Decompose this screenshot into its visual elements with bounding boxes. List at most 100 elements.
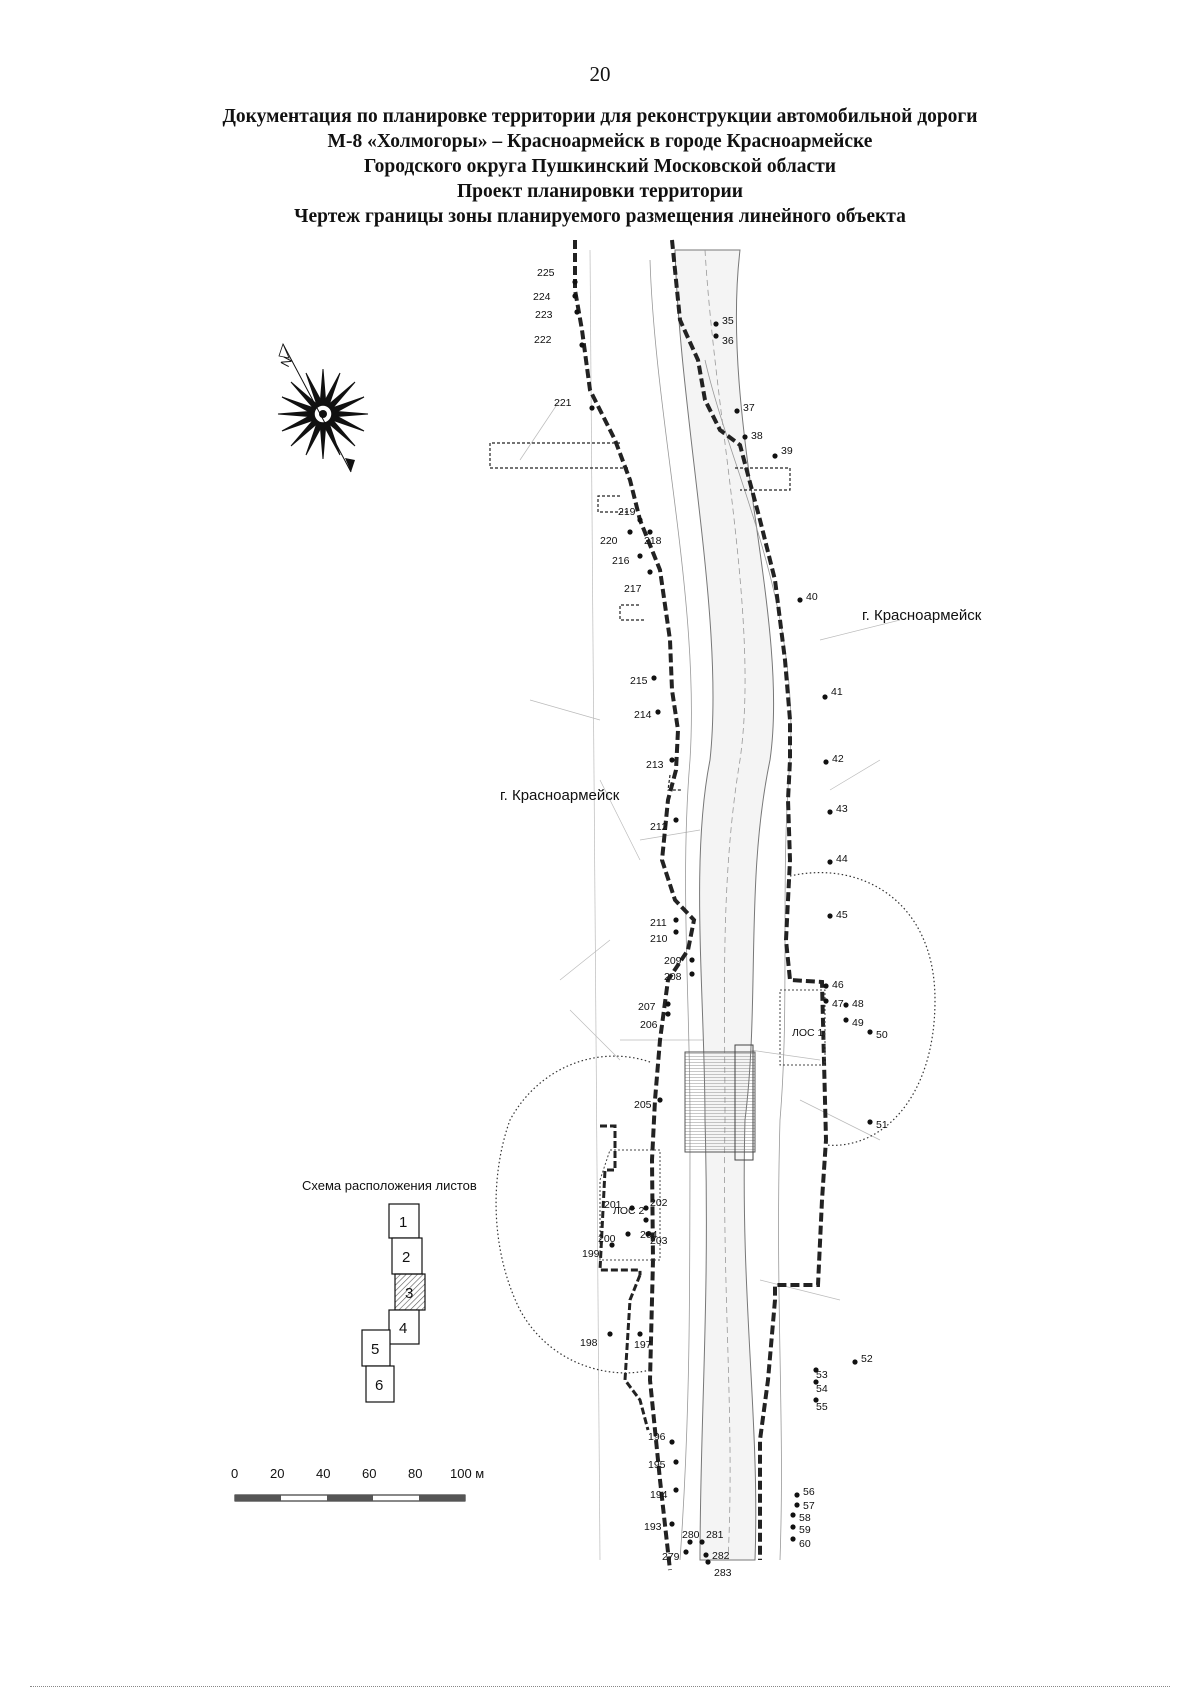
boundary-point-label-west-199: 199 <box>582 1248 600 1260</box>
boundary-point-label-east-48: 48 <box>852 998 864 1010</box>
facility-los2-area <box>599 1149 661 1261</box>
boundary-point-marker-west-203 <box>645 1231 651 1237</box>
boundary-point-label-west-217: 217 <box>624 583 642 595</box>
boundary-point-label-east-57: 57 <box>803 1500 815 1512</box>
boundary-point-marker-west-199 <box>609 1242 615 1248</box>
title-line-2: М-8 «Холмогоры» – Красноармейск в городе… <box>327 131 873 152</box>
boundary-point-label-west-225: 225 <box>537 267 555 279</box>
boundary-point-label-west-197: 197 <box>634 1339 652 1351</box>
boundary-point-marker-east-59 <box>790 1524 796 1530</box>
boundary-point-label-east-52: 52 <box>861 1353 873 1365</box>
boundary-point-marker-west-210 <box>673 929 679 935</box>
boundary-point-marker-east-48 <box>843 1002 849 1008</box>
boundary-point-label-west-282: 282 <box>712 1550 730 1562</box>
boundary-point-marker-east-46 <box>823 983 829 989</box>
boundary-point-marker-east-52 <box>852 1359 858 1365</box>
boundary-point-label-west-206: 206 <box>640 1019 658 1031</box>
boundary-point-marker-east-47 <box>823 998 829 1004</box>
boundary-point-label-east-50: 50 <box>876 1029 888 1041</box>
boundary-point-marker-west-214 <box>655 709 661 715</box>
boundary-point-label-east-54: 54 <box>816 1383 828 1395</box>
boundary-point-label-east-60: 60 <box>799 1538 811 1550</box>
boundary-point-marker-east-51 <box>867 1119 873 1125</box>
boundary-point-marker-west-217 <box>647 569 653 575</box>
boundary-point-marker-east-58 <box>790 1512 796 1518</box>
boundary-point-label-east-59: 59 <box>799 1524 811 1536</box>
boundary-point-label-east-41: 41 <box>831 686 843 698</box>
boundary-point-label-west-202: 202 <box>650 1197 668 1209</box>
boundary-point-marker-east-37 <box>734 408 740 414</box>
boundary-point-marker-west-283 <box>705 1559 711 1565</box>
sheet-box-3 <box>394 1273 426 1311</box>
bridge-pier <box>734 1044 754 1161</box>
boundary-point-label-west-208: 208 <box>664 971 682 983</box>
sheet-number-4: 4 <box>399 1320 407 1337</box>
boundary-point-marker-west-208 <box>689 971 695 977</box>
boundary-point-marker-west-281 <box>699 1539 705 1545</box>
boundary-point-marker-east-35 <box>713 321 719 327</box>
boundary-point-marker-west-220 <box>627 529 633 535</box>
page-number: 20 <box>589 62 611 86</box>
sheet-box-1 <box>388 1203 420 1239</box>
page-bottom-edge <box>30 1686 1170 1687</box>
boundary-point-label-west-281: 281 <box>706 1529 724 1541</box>
sheet-number-3: 3 <box>405 1285 413 1302</box>
boundary-point-marker-west-212 <box>673 817 679 823</box>
facility-los2-boundary <box>598 1124 642 1275</box>
boundary-point-marker-east-42 <box>823 759 829 765</box>
boundary-point-marker-west-198 <box>607 1331 613 1337</box>
boundary-point-marker-west-202 <box>643 1205 649 1211</box>
road-carriageway <box>674 249 775 1561</box>
boundary-extensions <box>489 442 791 791</box>
boundary-point-label-west-216: 216 <box>612 555 630 567</box>
boundary-point-label-east-38: 38 <box>751 430 763 442</box>
boundary-point-label-west-207: 207 <box>638 1001 656 1013</box>
sheet-box-6 <box>365 1365 395 1403</box>
boundary-point-label-west-218: 218 <box>644 535 662 547</box>
boundary-point-label-east-51: 51 <box>876 1119 888 1131</box>
boundary-point-marker-west-200 <box>625 1231 631 1237</box>
boundary-point-marker-west-211 <box>673 917 679 923</box>
title-line-3: Городского округа Пушкинский Московской … <box>363 156 837 177</box>
sheet-number-1: 1 <box>399 1214 407 1231</box>
boundary-point-label-west-283: 283 <box>714 1567 732 1579</box>
zone-boundary-west <box>573 240 697 1571</box>
west-pocket-boundary <box>623 1274 650 1431</box>
boundary-point-marker-west-205 <box>657 1097 663 1103</box>
boundary-point-label-east-56: 56 <box>803 1486 815 1498</box>
boundary-point-marker-east-40 <box>797 597 803 603</box>
boundary-point-label-east-53: 53 <box>816 1369 828 1381</box>
title-line-5: Чертеж границы зоны планируемого размеще… <box>294 206 906 227</box>
boundary-point-label-east-36: 36 <box>722 335 734 347</box>
boundary-point-marker-west-218 <box>647 529 653 535</box>
boundary-point-marker-east-45 <box>827 913 833 919</box>
bridge-structure <box>684 1051 756 1153</box>
scale-tick-20: 20 <box>270 1466 284 1481</box>
boundary-point-marker-west-204 <box>643 1217 649 1223</box>
boundary-point-marker-west-216 <box>637 553 643 559</box>
boundary-point-label-west-212: 212 <box>650 821 668 833</box>
boundary-point-marker-west-225 <box>572 279 578 285</box>
sheet-box-5 <box>361 1329 391 1367</box>
boundary-point-marker-east-56 <box>794 1492 800 1498</box>
boundary-point-label-east-39: 39 <box>781 445 793 457</box>
boundary-point-marker-east-36 <box>713 333 719 339</box>
facility-label-los2: ЛОС 2 <box>613 1205 645 1217</box>
boundary-point-label-east-55: 55 <box>816 1401 828 1413</box>
boundary-point-label-west-209: 209 <box>664 955 682 967</box>
boundary-point-label-east-44: 44 <box>836 853 848 865</box>
boundary-point-marker-east-43 <box>827 809 833 815</box>
boundary-point-label-west-223: 223 <box>535 309 553 321</box>
boundary-point-label-east-46: 46 <box>832 979 844 991</box>
sheet-scheme-title: Схема расположения листов <box>302 1178 477 1193</box>
boundary-point-marker-east-54 <box>813 1379 819 1385</box>
boundary-point-label-east-35: 35 <box>722 315 734 327</box>
boundary-point-label-west-280: 280 <box>682 1529 700 1541</box>
boundary-point-marker-west-213 <box>669 757 675 763</box>
boundary-point-label-west-195: 195 <box>648 1459 666 1471</box>
boundary-point-label-east-47: 47 <box>832 998 844 1010</box>
boundary-point-marker-east-50 <box>867 1029 873 1035</box>
sheet-number-2: 2 <box>402 1249 410 1266</box>
boundary-point-marker-west-196 <box>669 1439 675 1445</box>
